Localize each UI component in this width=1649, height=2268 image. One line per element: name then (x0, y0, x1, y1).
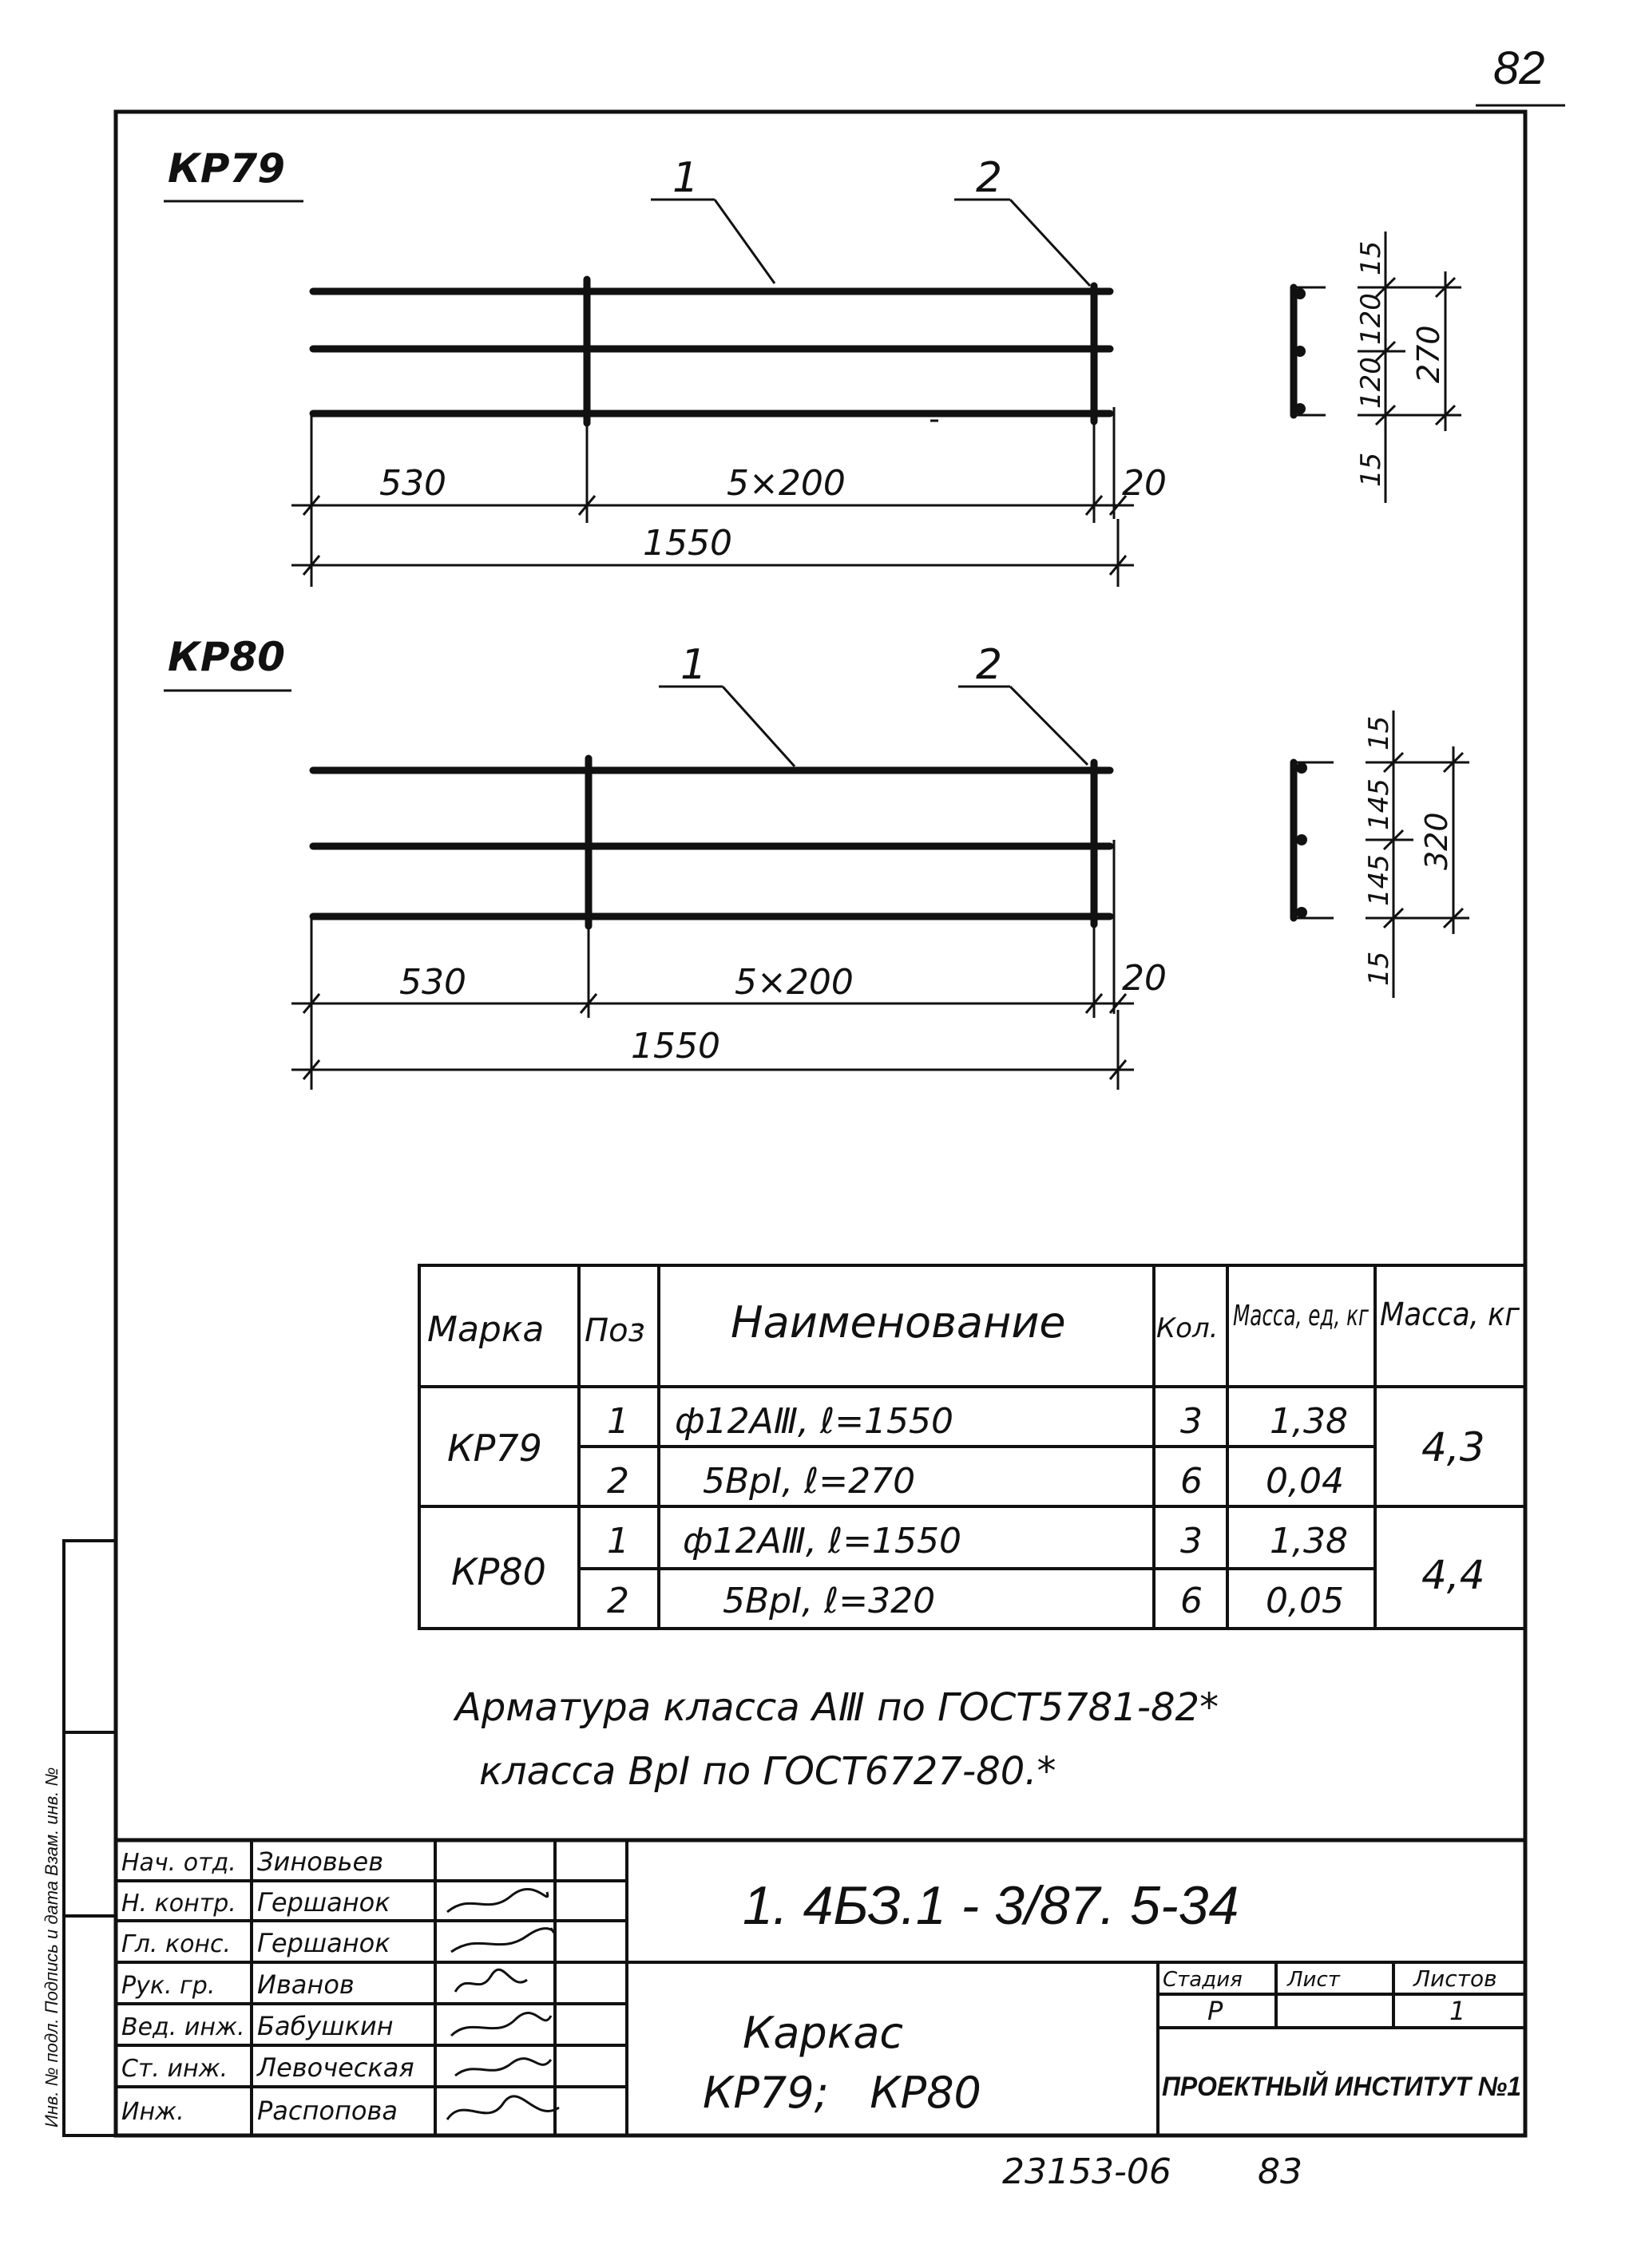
dim-total: 1550 (631, 1026, 720, 1067)
row-unit-mass: 1,38 (1270, 1401, 1348, 1442)
signatures (446, 1888, 560, 2120)
cage-kr80: КР80 1 2 530 5×200 20 1550 (164, 634, 1469, 1090)
staff-name: Гершанок (257, 1887, 390, 1918)
dim-left: 530 (379, 463, 446, 504)
section-dim-bottom: 15 (1363, 952, 1395, 986)
header-mark: Марка (427, 1309, 544, 1350)
row-qty: 3 (1180, 1521, 1203, 1561)
section-dim-overall: 320 (1419, 812, 1454, 870)
notes: Арматура класса АⅢ по ГОСТ5781-82* класс… (453, 1685, 1219, 1794)
header-qty: Кол. (1156, 1312, 1218, 1344)
stage-label: Стадия (1163, 1968, 1243, 1992)
row-name: ф12АⅢ, ℓ=1550 (683, 1521, 961, 1561)
staff-name: Зиновьев (257, 1846, 383, 1877)
header-name: Наименование (731, 1297, 1066, 1348)
note-line-1: Арматура класса АⅢ по ГОСТ5781-82* (453, 1685, 1219, 1730)
sheets-value: 1 (1449, 1996, 1465, 2026)
callout-1: 1 (672, 154, 699, 202)
section-dim-bottom: 15 (1355, 453, 1387, 487)
row-pos: 2 (607, 1461, 629, 1502)
staff-role: Вед. инж. (121, 2013, 245, 2041)
staff-name: Распопова (257, 2096, 398, 2126)
title-line-1: Каркас (743, 2008, 903, 2058)
group-mark: КР80 (451, 1550, 546, 1593)
dim-right: 20 (1122, 463, 1167, 504)
group-total-mass: 4,4 (1421, 1552, 1485, 1598)
staff-role: Н. контр. (121, 1890, 236, 1918)
header-pos: Поз (585, 1312, 645, 1349)
page-number-bottom: 83 (1258, 2151, 1302, 2192)
title-block: Нач. отд. Зиновьев Н. контр. Гершанок Гл… (116, 1838, 1525, 2135)
staff-name: Левоческая (256, 2052, 414, 2083)
section-dim-upper: 145 (1363, 778, 1395, 830)
section-dim-lower: 120 (1355, 357, 1387, 409)
section-dim-top: 15 (1363, 716, 1395, 750)
cage-mark-kr80: КР80 (168, 634, 285, 680)
staff-name: Гершанок (257, 1928, 390, 1958)
group-mark: КР79 (447, 1427, 542, 1470)
staff-role: Ст. инж. (121, 2055, 228, 2083)
callout-2: 2 (976, 154, 1002, 202)
staff-role: Рук. гр. (121, 1972, 215, 2000)
page-number: 82 (1493, 42, 1545, 94)
dim-middle: 5×200 (727, 463, 846, 504)
drawing-frame (113, 109, 1528, 2138)
section-dim-upper: 120 (1355, 293, 1387, 345)
cage-mark-kr79: КР79 (168, 145, 285, 192)
row-name: ф12АⅢ, ℓ=1550 (675, 1401, 953, 1442)
stage-value: Р (1207, 1996, 1223, 2026)
row-name: 5ВрI, ℓ=320 (723, 1581, 935, 1621)
document-code: 1. 4БЗ.1 - 3/87. 5-34 (743, 1875, 1239, 1936)
callout-1: 1 (680, 641, 707, 689)
row-unit-mass: 0,04 (1266, 1461, 1344, 1502)
section-dim-lower: 145 (1363, 854, 1395, 906)
staff-role: Инж. (121, 2098, 184, 2126)
cross-section-kr79: 15 120 120 15 270 (1290, 232, 1461, 503)
row-unit-mass: 0,05 (1266, 1581, 1344, 1621)
sheets-label: Листов (1413, 1965, 1497, 1992)
note-line-2: класса ВрI по ГОСТ6727-80.* (479, 1749, 1056, 1794)
cage-kr79: КР79 1 2 530 5×200 20 1550 (164, 145, 1461, 587)
dim-left: 530 (399, 962, 466, 1003)
inventory-number: 23153-06 (1002, 2151, 1171, 2192)
header-unit-mass: Масса, ед, кг (1233, 1300, 1370, 1332)
side-stamp-text: Инв. № подл. Подпись и дата Взам. инв. № (42, 1767, 61, 2127)
group-total-mass: 4,3 (1421, 1424, 1485, 1470)
row-name: 5ВрI, ℓ=270 (703, 1461, 915, 1502)
sheet-label: Лист (1286, 1968, 1341, 1992)
row-unit-mass: 1,38 (1270, 1521, 1348, 1561)
dim-right: 20 (1122, 958, 1167, 999)
spec-table: Марка Поз Наименование Кол. Масса, ед, к… (418, 1264, 1527, 1630)
row-qty: 6 (1180, 1581, 1203, 1621)
row-pos: 2 (607, 1581, 629, 1621)
cross-section-kr80: 15 145 145 15 320 (1290, 710, 1469, 998)
row-qty: 6 (1180, 1461, 1203, 1502)
organization: ПРОЕКТНЫЙ ИНСТИТУТ №1 (1162, 2071, 1521, 2102)
row-pos: 1 (607, 1401, 629, 1442)
dim-middle: 5×200 (735, 962, 854, 1003)
callout-2: 2 (976, 641, 1002, 689)
staff-name: Иванов (257, 1969, 355, 2000)
dim-total: 1550 (643, 523, 732, 564)
staff-role: Нач. отд. (121, 1849, 236, 1877)
staff-role: Гл. конс. (121, 1930, 231, 1958)
title-line-2: КР79; КР80 (703, 2068, 981, 2118)
section-dim-top: 15 (1355, 241, 1387, 275)
section-dim-overall: 270 (1411, 325, 1446, 383)
side-stamp: Инв. № подл. Подпись и дата Взам. инв. № (42, 1539, 117, 2137)
row-qty: 3 (1180, 1401, 1203, 1442)
staff-name: Бабушкин (257, 2011, 394, 2041)
header-total-mass: Масса, кг (1380, 1296, 1520, 1333)
row-pos: 1 (607, 1521, 629, 1561)
